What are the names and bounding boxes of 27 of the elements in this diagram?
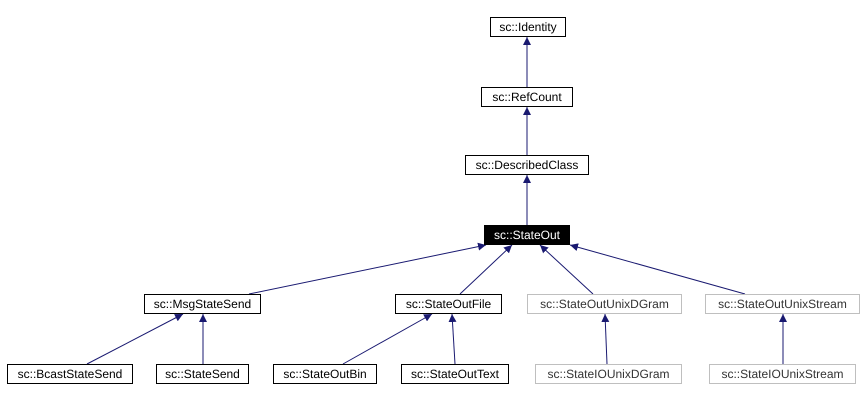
class-box: sc::StateOutUnixStream <box>705 294 860 314</box>
class-box: sc::StateOutFile <box>395 294 502 314</box>
inheritance-arrow <box>523 174 531 226</box>
class-box: sc::StateIOUnixStream <box>709 364 856 384</box>
inheritance-arrow <box>342 314 432 364</box>
class-box: sc::MsgStateSend <box>144 294 261 314</box>
inheritance-arrow <box>570 243 746 294</box>
inheritance-arrow <box>86 314 184 364</box>
inheritance-arrow <box>523 36 531 88</box>
inheritance-arrow <box>248 242 486 294</box>
class-box: sc::StateOut <box>484 225 570 245</box>
inheritance-arrow <box>779 314 787 364</box>
class-box: sc::StateSend <box>156 364 249 384</box>
class-box: sc::BcastStateSend <box>7 364 133 384</box>
inheritance-arrow <box>460 244 512 294</box>
inheritance-arrow <box>540 244 594 294</box>
class-box: sc::DescribedClass <box>465 155 589 175</box>
inheritance-arrow <box>523 106 531 156</box>
inheritance-arrow <box>199 314 207 364</box>
inheritance-arrow <box>601 314 610 364</box>
class-box: sc::RefCount <box>481 87 573 107</box>
inheritance-arrow <box>448 314 456 364</box>
class-box: sc::StateOutUnixDGram <box>527 294 682 314</box>
class-box: sc::StateOutText <box>401 364 509 384</box>
class-box: sc::Identity <box>490 17 566 37</box>
class-box: sc::StateIOUnixDGram <box>535 364 682 384</box>
class-box: sc::StateOutBin <box>273 364 377 384</box>
